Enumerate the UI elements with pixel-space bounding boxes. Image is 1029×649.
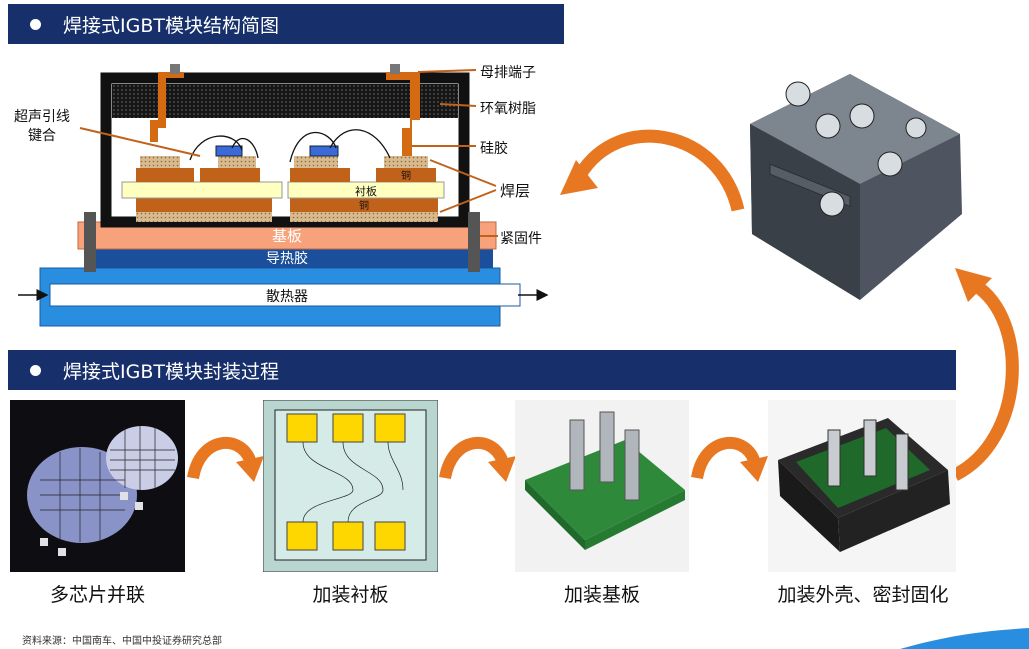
- process-arrow-3: [691, 437, 760, 480]
- busbar-terminal-right: [386, 72, 420, 156]
- wafer-photo: [10, 400, 185, 572]
- fastener-label: 紧固件: [500, 231, 542, 247]
- busbar-terminal-label: 母排端子: [480, 65, 536, 81]
- substrate-label: 基板: [272, 227, 302, 245]
- process-step-label: 加装外壳、密封固化: [777, 584, 949, 606]
- arrow-head: [740, 456, 768, 482]
- housing-photo: [768, 400, 956, 572]
- callout-line: [439, 103, 477, 107]
- silicone-label: 硅胶: [480, 141, 508, 157]
- arrow-to-diagram: [574, 129, 745, 212]
- copper-top-label: 铜: [401, 170, 411, 182]
- fastener-left: [84, 212, 96, 272]
- liner-layer: [287, 181, 445, 199]
- process-arrow-2: [439, 437, 508, 480]
- liner-layer: [121, 181, 283, 199]
- solder-label: 焊层: [500, 182, 531, 200]
- solder-layer: [294, 156, 338, 168]
- process-step-label: 多芯片并联: [49, 584, 145, 606]
- arrow-up-right: [951, 279, 1019, 481]
- busbar-terminal-left: [150, 72, 184, 142]
- section-title-text: 焊接式IGBT模块封装过程: [63, 360, 279, 383]
- wire-bond-label: 超声引线 键合: [14, 109, 70, 144]
- terminal-screw: [170, 64, 180, 74]
- arrow-head: [955, 268, 992, 302]
- igbt-module-photo: [750, 74, 962, 300]
- thermal-glue-label: 导热胶: [266, 250, 308, 267]
- fastener-right: [468, 212, 480, 272]
- section-title-text: 焊接式IGBT模块结构简图: [63, 14, 279, 37]
- source-note: 资料来源：中国南车、中国中投证券研究总部: [22, 636, 222, 647]
- copper-bottom-label: 铜: [359, 200, 369, 212]
- bullet-icon: [30, 18, 41, 30]
- copper-top-layer: [376, 168, 436, 182]
- process-step-label: 加装基板: [563, 584, 640, 606]
- bullet-icon: [30, 364, 41, 376]
- section-title-structure: 焊接式IGBT模块结构简图: [8, 4, 564, 44]
- copper-top-layer: [290, 168, 350, 182]
- solder-layer: [136, 212, 272, 222]
- arrow-head: [560, 160, 598, 195]
- base-plate-photo: [515, 400, 689, 572]
- copper-layer: [200, 168, 260, 182]
- process-arrow-1: [187, 437, 256, 480]
- epoxy-fill: [112, 84, 458, 118]
- section-title-process: 焊接式IGBT模块封装过程: [8, 350, 956, 390]
- callout-line: [429, 159, 497, 187]
- bond-wire: [329, 129, 391, 159]
- terminal-screw: [390, 64, 400, 74]
- solder-layer: [384, 156, 428, 168]
- epoxy-label: 环氧树脂: [480, 101, 536, 117]
- copper-bottom-layer: [290, 198, 438, 212]
- arrow-head: [236, 456, 264, 482]
- thermal-glue-layer: [85, 248, 493, 268]
- callout-line: [417, 69, 477, 73]
- bond-wire: [189, 135, 243, 161]
- solder-layer: [290, 212, 438, 222]
- copper-layer: [136, 168, 194, 182]
- chip: [309, 145, 339, 157]
- callout-line: [79, 127, 201, 157]
- chip: [215, 145, 243, 157]
- process-step-label: 加装衬板: [312, 584, 389, 606]
- liner-label: 衬板: [355, 184, 377, 198]
- decorative-swoosh: [900, 628, 1029, 649]
- arrow-head: [488, 456, 516, 482]
- bond-wire: [231, 137, 259, 159]
- solder-layer: [140, 156, 180, 168]
- callout-line: [439, 189, 497, 213]
- liner-board-photo: [263, 400, 438, 572]
- solder-layer: [218, 156, 256, 168]
- copper-layer: [136, 198, 272, 212]
- heatsink-label: 散热器: [266, 289, 308, 305]
